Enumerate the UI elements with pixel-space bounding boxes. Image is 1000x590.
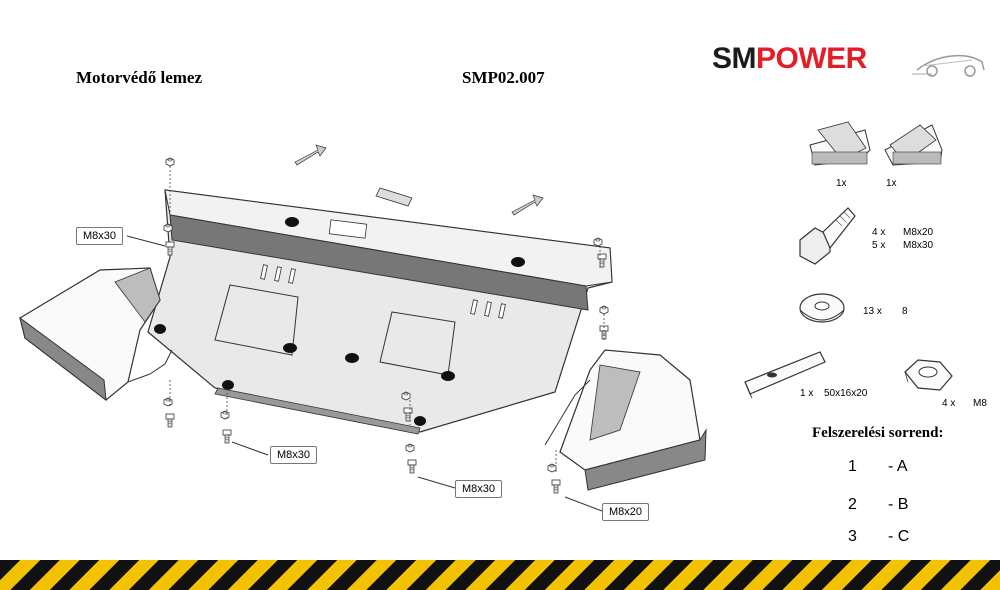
bolt-icon <box>799 207 856 265</box>
part-qty: 1x <box>836 178 847 189</box>
part-size: 8 <box>902 306 908 317</box>
washer-icon <box>799 293 845 323</box>
sequence-step-number: 3 <box>848 528 857 545</box>
part-qty: 5 x <box>872 240 886 251</box>
sequence-step-number: 1 <box>848 458 857 475</box>
part-qty: 4 x <box>872 227 886 238</box>
sequence-step-letter: - A <box>888 458 908 475</box>
right-side-shield <box>544 349 707 491</box>
callout-bottom-right: M8x20 <box>602 503 650 521</box>
part-qty: 13 x <box>863 306 882 317</box>
forward-arrow-icon <box>294 144 327 166</box>
sequence-step-letter: - B <box>888 496 909 513</box>
logo-car-icon <box>912 54 985 77</box>
callout-bottom-mid: M8x30 <box>455 480 503 498</box>
part-qty: 4 x <box>942 398 956 409</box>
callout-bottom-left: M8x30 <box>270 446 318 464</box>
nut-icon <box>904 359 953 391</box>
left-side-shield <box>19 267 173 402</box>
part-size: M8x30 <box>903 240 934 251</box>
sequence-step-number: 2 <box>848 496 857 513</box>
bracket-left-icon <box>809 121 871 166</box>
page-title: Motorvédő lemez <box>76 68 203 87</box>
hazard-stripe <box>0 560 1000 590</box>
forward-arrow-icon <box>511 194 544 216</box>
part-qty: 1x <box>886 178 897 189</box>
brand-logo: SMPOWER <box>712 38 985 80</box>
skid-plate <box>147 189 613 435</box>
spacer-plate <box>375 187 413 207</box>
logo-sm: SM <box>712 42 757 75</box>
plate-icon <box>744 351 826 399</box>
part-size: 50x16x20 <box>824 388 868 399</box>
sequence-step-letter: - C <box>888 528 910 545</box>
logo-text: SMPOWER <box>712 42 867 76</box>
part-qty: 1 x <box>800 388 814 399</box>
part-code: SMP02.007 <box>462 68 545 87</box>
logo-power: POWER <box>756 42 867 75</box>
part-size: M8 <box>973 398 987 409</box>
bracket-right-icon <box>884 124 943 166</box>
sequence-title: Felszerelési sorrend: <box>812 425 944 441</box>
part-size: M8x20 <box>903 227 934 238</box>
callout-left-top: M8x30 <box>76 227 124 245</box>
